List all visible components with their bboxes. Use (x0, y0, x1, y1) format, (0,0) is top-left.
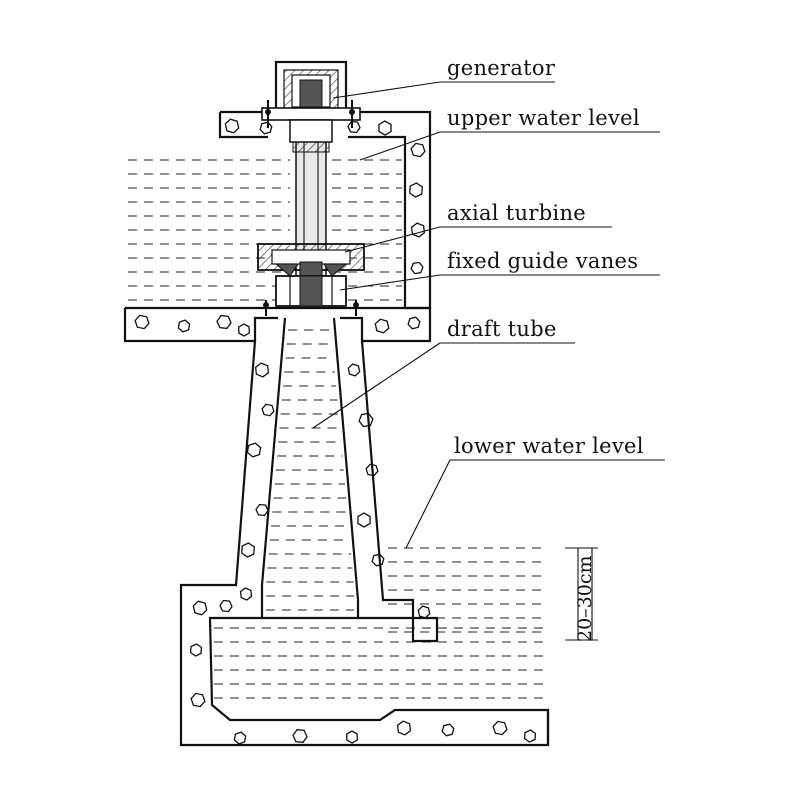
concrete-stone (347, 363, 361, 377)
concrete-stone (410, 142, 426, 158)
depth-dimension-label: 20–30cm (574, 555, 596, 642)
concrete-stone (378, 120, 392, 136)
concrete-stone (216, 314, 232, 330)
concrete-stone (292, 728, 308, 744)
concrete-stone (523, 729, 537, 743)
concrete-stone (357, 512, 371, 528)
fixed-guide-vanes (263, 275, 359, 316)
concrete-stone (417, 605, 431, 619)
concrete-stone (134, 314, 150, 330)
concrete-stone (358, 412, 374, 428)
concrete-stone (374, 318, 390, 334)
concrete-stone (192, 600, 208, 616)
draft-tube-casing (179, 340, 550, 747)
draft-tube-left-wall (260, 317, 287, 618)
label-lower-water-level: lower water level (454, 434, 644, 458)
concrete-stone (259, 121, 273, 135)
concrete-stone (224, 118, 240, 134)
concrete-stone (239, 587, 253, 601)
concrete-stone (261, 403, 275, 417)
concrete-aggregate (134, 118, 537, 745)
powerhouse-slab (123, 306, 432, 343)
water-fill (128, 159, 548, 699)
concrete-stone (246, 442, 262, 458)
concrete-stone (189, 643, 203, 657)
generator-housing (261, 60, 361, 128)
concrete-stone (255, 503, 269, 517)
concrete-stone (441, 723, 455, 737)
label-fixed-guide-vanes: fixed guide vanes (447, 249, 638, 273)
concrete-stone (238, 323, 250, 337)
concrete-stone (241, 542, 255, 558)
concrete-stone (346, 730, 358, 744)
label-axial-turbine: axial turbine (447, 201, 586, 225)
axial-turbine-runner (257, 243, 365, 277)
label-draft-tube: draft tube (447, 317, 557, 341)
concrete-stone (190, 692, 206, 708)
concrete-stone (254, 362, 270, 378)
label-generator: generator (447, 56, 556, 80)
concrete-stone (347, 120, 361, 134)
bearing-collar (289, 119, 333, 143)
depth-dimension (565, 547, 598, 641)
concrete-stone (396, 720, 412, 736)
draft-tube-right-wall (332, 317, 360, 618)
concrete-stone (492, 720, 508, 736)
concrete-stone (371, 553, 385, 567)
concrete-stone (409, 182, 423, 198)
concrete-stone (233, 731, 247, 745)
bearing-seal (292, 141, 330, 153)
concrete-stone (219, 599, 233, 613)
concrete-stone (410, 222, 426, 238)
concrete-stone (410, 261, 424, 275)
label-upper-water-level: upper water level (447, 106, 640, 130)
leader-lines (312, 81, 665, 549)
concrete-stone (407, 316, 421, 330)
concrete-stone (177, 319, 191, 333)
